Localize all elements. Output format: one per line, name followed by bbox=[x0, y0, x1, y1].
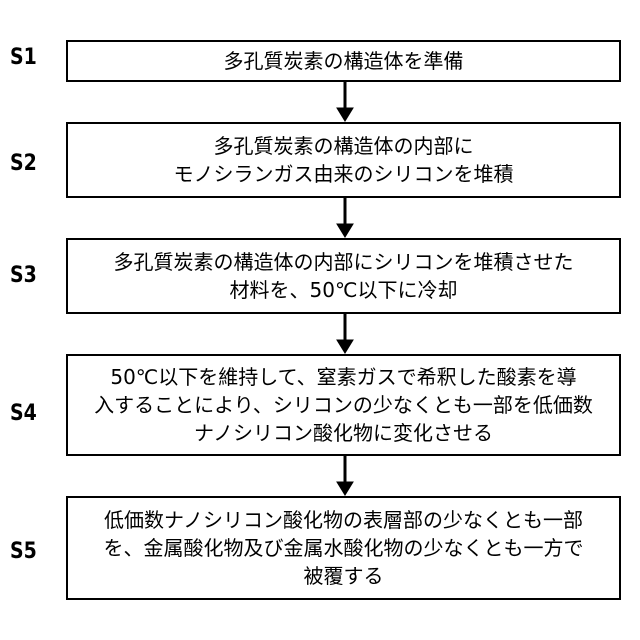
step-text-line: 低価数ナノシリコン酸化物の表層部の少なくとも一部 bbox=[104, 506, 583, 534]
step-text-line: 入することにより、シリコンの少なくとも一部を低価数 bbox=[94, 391, 593, 419]
step-label-s3: S3 bbox=[10, 264, 50, 288]
step-text-line: 材料を、50℃以下に冷却 bbox=[230, 276, 458, 304]
step-label-s2: S2 bbox=[10, 152, 50, 176]
arrow-s1-s2 bbox=[337, 82, 353, 121]
step-box-s3: 多孔質炭素の構造体の内部にシリコンを堆積させた 材料を、50℃以下に冷却 bbox=[66, 238, 621, 314]
step-text-line: 被覆する bbox=[304, 562, 384, 590]
step-text-line: ナノシリコン酸化物に変化させる bbox=[194, 419, 493, 447]
step-text-line: 多孔質炭素の構造体を準備 bbox=[224, 47, 464, 75]
step-box-s2: 多孔質炭素の構造体の内部に モノシランガス由来のシリコンを堆積 bbox=[66, 122, 621, 198]
arrow-s4-s5 bbox=[337, 456, 353, 495]
arrow-s2-s3 bbox=[337, 198, 353, 237]
arrow-s3-s4 bbox=[337, 314, 353, 353]
step-text-line: を、金属酸化物及び金属水酸化物の少なくとも一方で bbox=[104, 534, 584, 562]
step-box-s5: 低価数ナノシリコン酸化物の表層部の少なくとも一部 を、金属酸化物及び金属水酸化物… bbox=[66, 496, 621, 600]
step-box-s1: 多孔質炭素の構造体を準備 bbox=[66, 40, 621, 82]
step-text-line: 多孔質炭素の構造体の内部に bbox=[214, 132, 474, 160]
step-text-line: 多孔質炭素の構造体の内部にシリコンを堆積させた bbox=[114, 248, 574, 276]
step-label-s4: S4 bbox=[10, 402, 50, 426]
step-text-line: モノシランガス由来のシリコンを堆積 bbox=[174, 160, 514, 188]
step-text-line: 50℃以下を維持して、窒素ガスで希釈した酸素を導 bbox=[110, 363, 576, 391]
step-label-s5: S5 bbox=[10, 540, 50, 564]
step-label-s1: S1 bbox=[10, 46, 50, 70]
step-box-s4: 50℃以下を維持して、窒素ガスで希釈した酸素を導 入することにより、シリコンの少… bbox=[66, 354, 621, 456]
